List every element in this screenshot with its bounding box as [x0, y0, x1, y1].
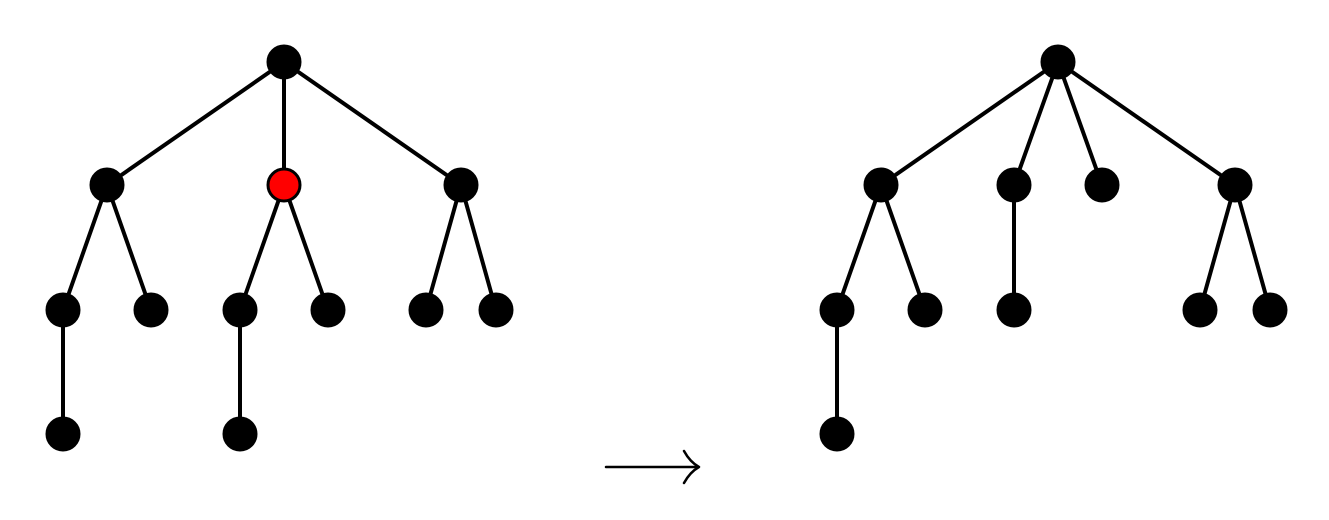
tree-edge	[1198, 183, 1237, 312]
tree-edge	[1056, 60, 1237, 187]
tree-node	[1182, 292, 1218, 328]
tree-before-nodes	[45, 44, 514, 452]
tree-node	[1040, 44, 1076, 80]
tree-node	[478, 292, 514, 328]
tree-node	[45, 292, 81, 328]
tree-edge	[1012, 60, 1060, 187]
tree-edge	[282, 183, 330, 312]
tree-after	[819, 44, 1288, 452]
tree-node	[222, 416, 258, 452]
tree-edge	[1233, 183, 1272, 312]
tree-node	[996, 167, 1032, 203]
tree-node	[819, 292, 855, 328]
tree-edge	[424, 183, 463, 312]
tree-node	[996, 292, 1032, 328]
tree-edge	[105, 60, 286, 187]
tree-node	[89, 167, 125, 203]
tree-edge	[1056, 60, 1104, 187]
tree-edge	[61, 183, 109, 312]
tree-edge	[879, 60, 1060, 187]
highlighted-tree-node	[266, 167, 302, 203]
tree-node	[907, 292, 943, 328]
tree-edge	[879, 183, 927, 312]
tree-edge	[459, 183, 498, 312]
tree-before	[45, 44, 514, 452]
tree-node	[408, 292, 444, 328]
tree-edge	[105, 183, 153, 312]
tree-node	[266, 44, 302, 80]
tree-node	[1217, 167, 1253, 203]
tree-edge	[282, 60, 463, 187]
tree-edge	[835, 183, 883, 312]
tree-after-edges	[835, 60, 1272, 436]
tree-node	[443, 167, 479, 203]
long-right-arrow-icon	[604, 449, 701, 485]
tree-before-edges	[61, 60, 498, 436]
tree-after-nodes	[819, 44, 1288, 452]
tree-edge	[238, 183, 286, 312]
tree-node	[1252, 292, 1288, 328]
tree-node	[863, 167, 899, 203]
tree-node	[222, 292, 258, 328]
tree-node	[310, 292, 346, 328]
tree-node	[819, 416, 855, 452]
tree-node	[133, 292, 169, 328]
tree-node	[45, 416, 81, 452]
tree-node	[1084, 167, 1120, 203]
